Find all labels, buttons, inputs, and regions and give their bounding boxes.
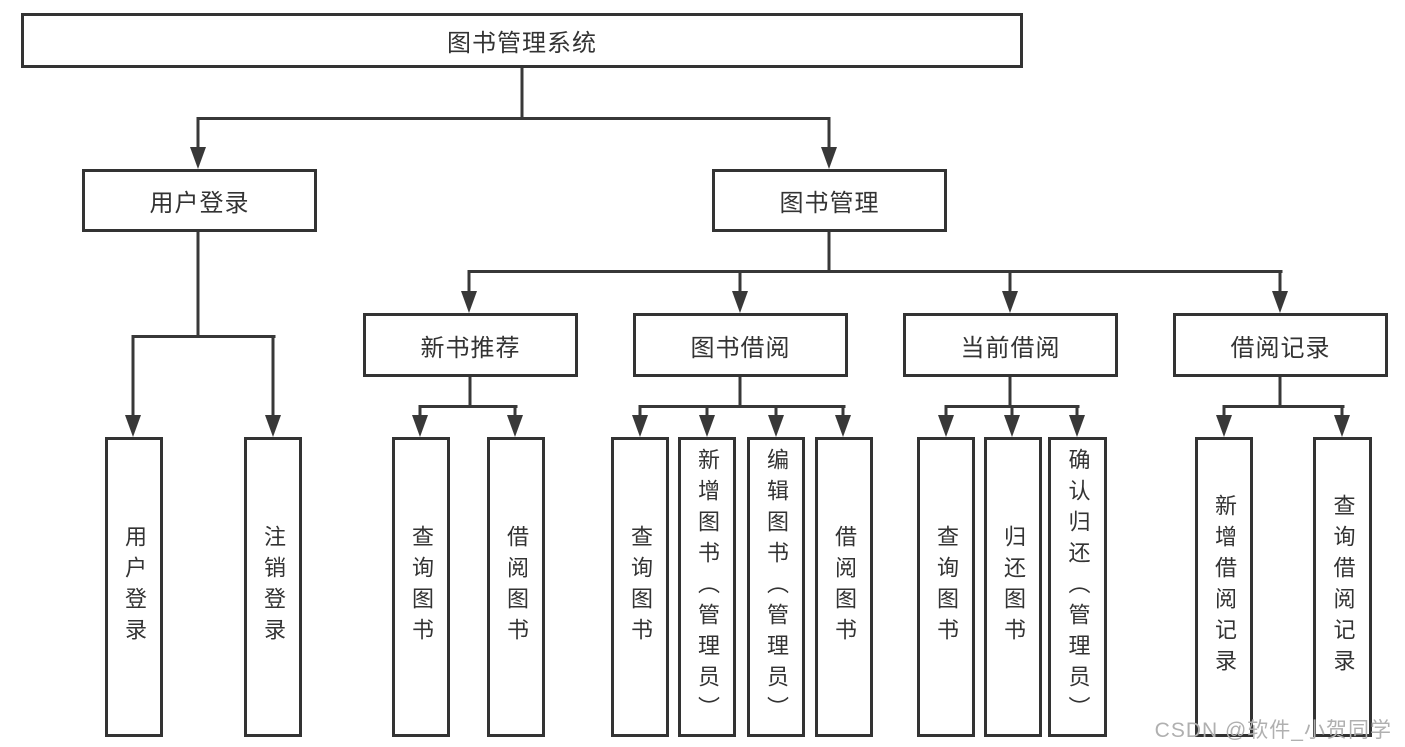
- leaf-logout-label: 注销登录: [261, 525, 286, 649]
- connector-book-management-to-level3: [461, 230, 1288, 313]
- node-book-borrow-label: 图书借阅: [690, 334, 791, 362]
- leaf-add-book-admin: 新增图书（管理员）: [678, 437, 736, 737]
- node-borrow-records: 借阅记录: [1173, 313, 1388, 377]
- leaf-user-login: 用户登录: [105, 437, 163, 737]
- leaf-query-books-3: 查询图书: [917, 437, 975, 737]
- leaf-return-book-label: 归还图书: [1001, 525, 1026, 649]
- node-current-borrow-label: 当前借阅: [960, 334, 1061, 362]
- leaf-user-login-label: 用户登录: [122, 525, 147, 649]
- node-current-borrow: 当前借阅: [903, 313, 1118, 377]
- leaf-borrow-books-1: 借阅图书: [487, 437, 545, 737]
- node-book-borrow: 图书借阅: [633, 313, 848, 377]
- leaf-query-borrow-record-label: 查询借阅记录: [1330, 494, 1356, 680]
- node-book-management: 图书管理: [712, 169, 947, 232]
- node-borrow-records-label: 借阅记录: [1230, 334, 1331, 362]
- leaf-confirm-return-admin-label: 确认归还（管理员）: [1065, 447, 1091, 727]
- node-library-system: 图书管理系统: [21, 13, 1023, 68]
- node-new-book-recommend: 新书推荐: [363, 313, 578, 377]
- node-new-book-recommend-label: 新书推荐: [420, 334, 521, 362]
- connector-borrow-records-to-leaves: [1216, 375, 1350, 437]
- leaf-borrow-books-2-label: 借阅图书: [832, 525, 857, 649]
- connector-book-borrow-to-leaves: [632, 375, 851, 437]
- leaf-query-books-1-label: 查询图书: [409, 525, 434, 649]
- leaf-return-book: 归还图书: [984, 437, 1042, 737]
- node-user-login: 用户登录: [82, 169, 317, 232]
- leaf-query-books-2: 查询图书: [611, 437, 669, 737]
- node-library-system-label: 图书管理系统: [447, 30, 597, 57]
- leaf-confirm-return-admin: 确认归还（管理员）: [1048, 437, 1107, 737]
- leaf-add-borrow-record: 新增借阅记录: [1195, 437, 1253, 737]
- node-book-management-label: 图书管理: [779, 190, 880, 217]
- leaf-query-borrow-record: 查询借阅记录: [1313, 437, 1372, 737]
- leaf-borrow-books-1-label: 借阅图书: [504, 525, 529, 649]
- leaf-edit-book-admin-label: 编辑图书（管理员）: [764, 447, 789, 727]
- leaf-add-book-admin-label: 新增图书（管理员）: [695, 447, 720, 727]
- leaf-query-books-1: 查询图书: [392, 437, 450, 737]
- connector-new-book-to-leaves: [412, 375, 523, 437]
- leaf-query-books-2-label: 查询图书: [628, 525, 653, 649]
- leaf-borrow-books-2: 借阅图书: [815, 437, 873, 737]
- leaf-add-borrow-record-label: 新增借阅记录: [1212, 494, 1237, 680]
- leaf-logout: 注销登录: [244, 437, 302, 737]
- watermark: CSDN @软件_小贺同学: [1154, 719, 1392, 742]
- node-user-login-label: 用户登录: [149, 190, 250, 217]
- connector-root-to-level2: [190, 66, 837, 169]
- leaf-query-books-3-label: 查询图书: [934, 525, 959, 649]
- leaf-edit-book-admin: 编辑图书（管理员）: [747, 437, 805, 737]
- connector-current-borrow-to-leaves: [938, 375, 1085, 437]
- connector-user-login-to-leaves: [125, 230, 281, 437]
